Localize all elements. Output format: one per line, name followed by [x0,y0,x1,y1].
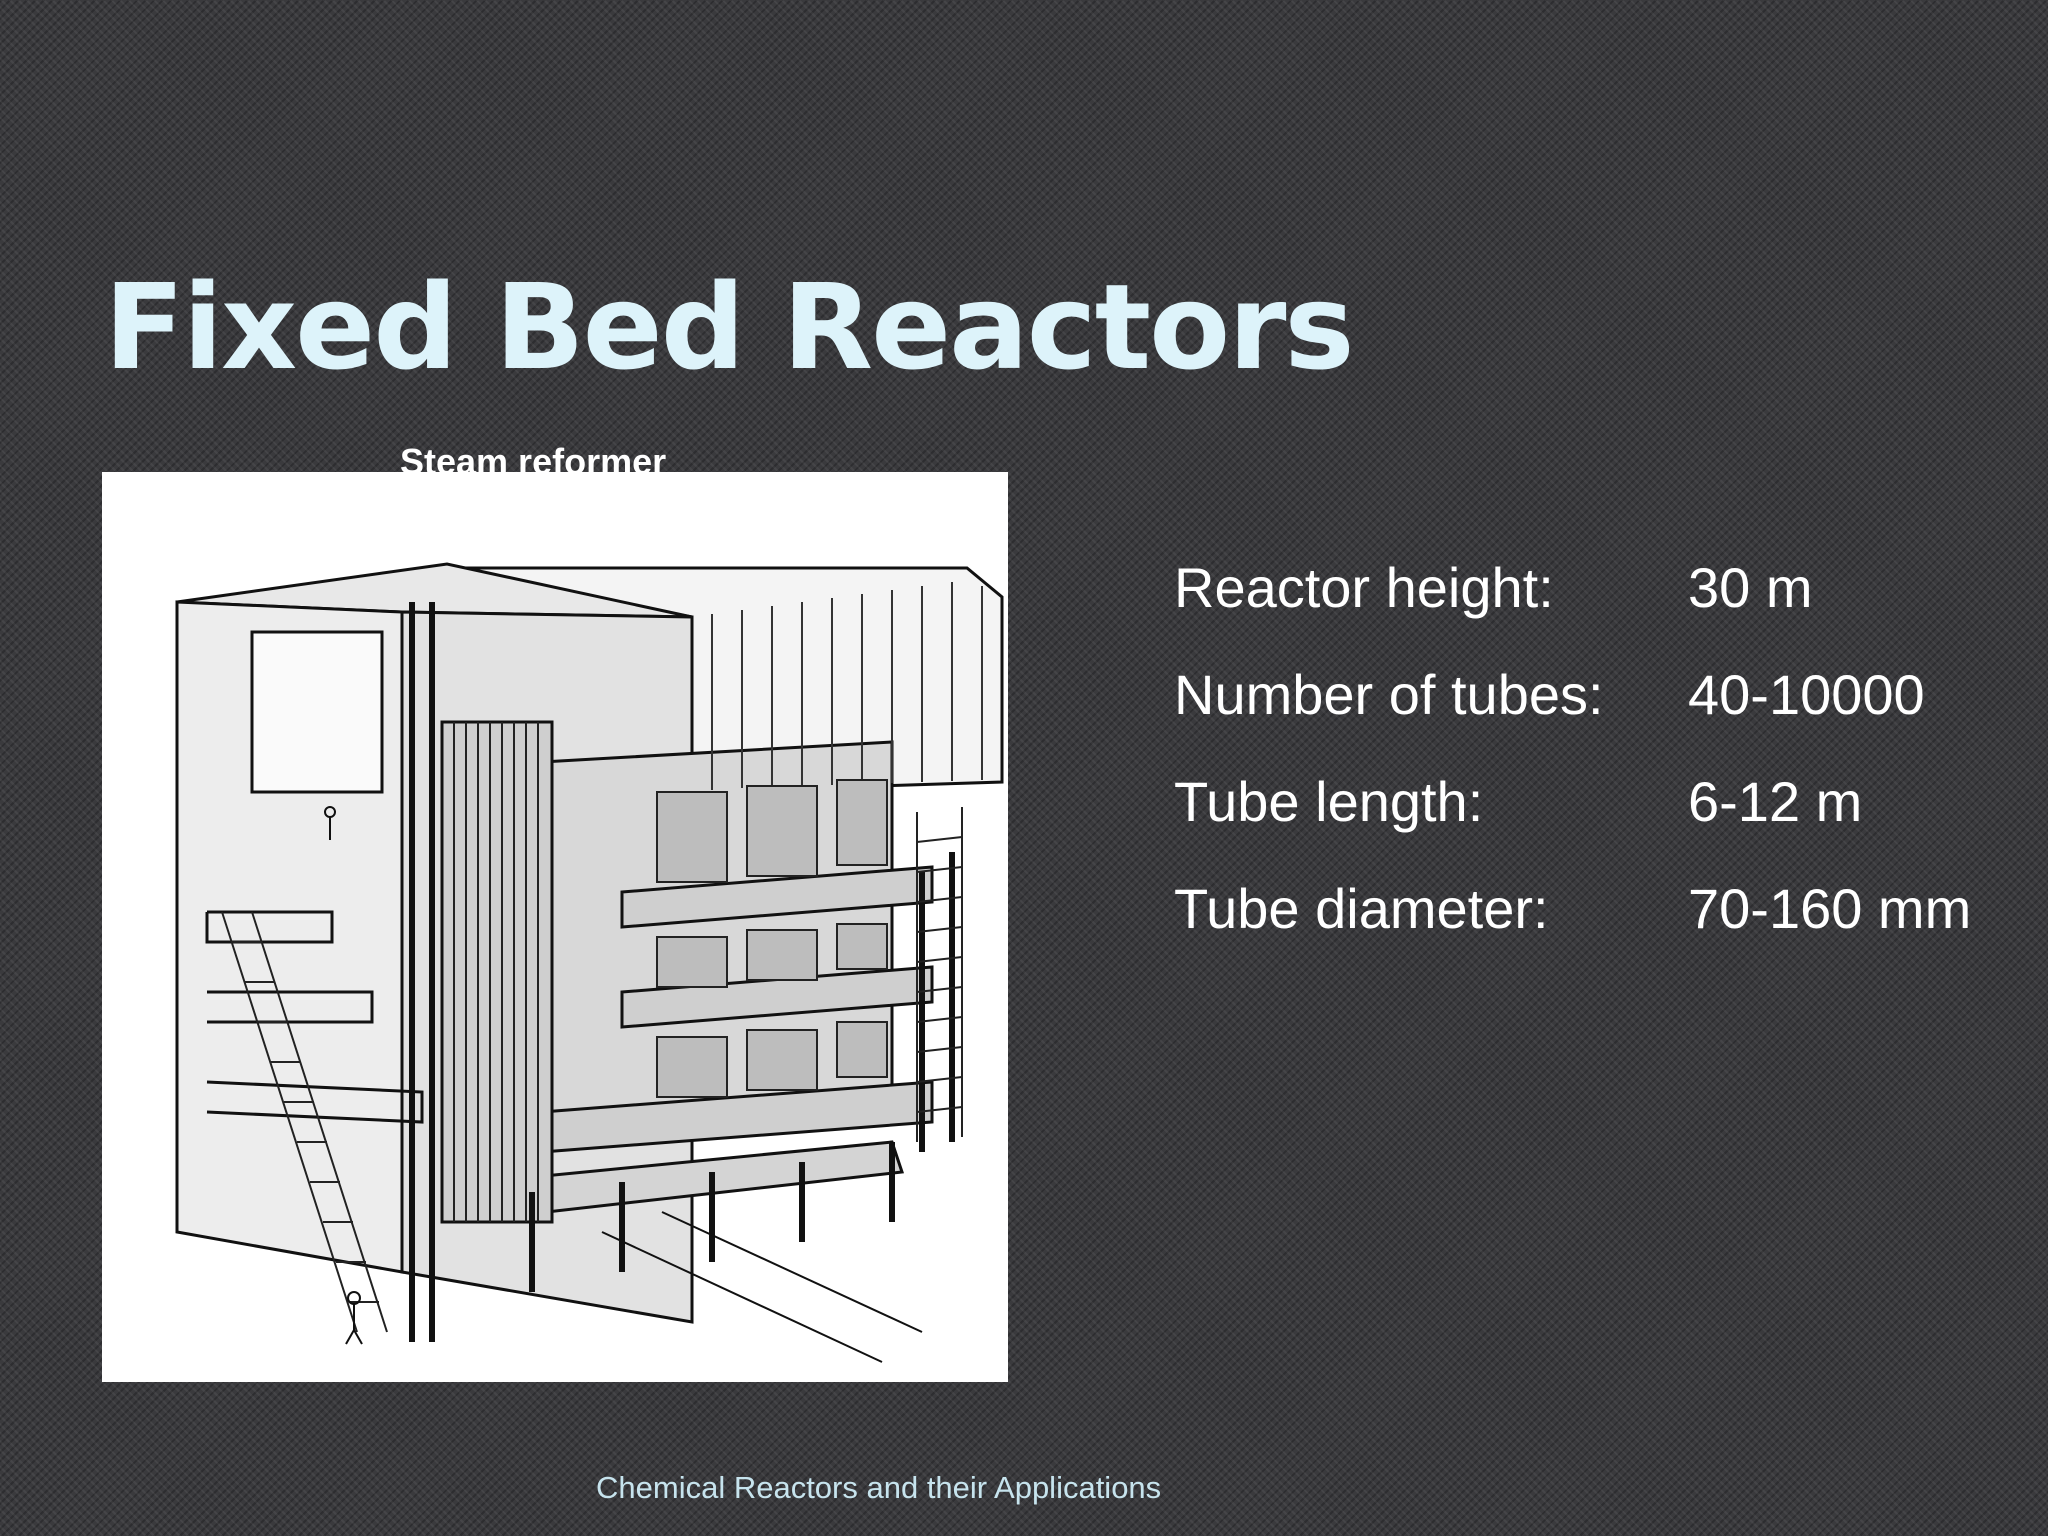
spec-value: 6-12 m [1688,770,1863,833]
spec-value: 70-160 mm [1688,877,1972,940]
specs-list: Reactor height: 30 m Number of tubes: 40… [1174,560,2014,988]
spec-value: 40-10000 [1688,663,1925,726]
slide-title: Fixed Bed Reactors [104,258,1355,396]
spec-row: Number of tubes: 40-10000 [1174,667,2014,774]
spec-label: Reactor height: [1174,556,1554,619]
spec-row: Reactor height: 30 m [1174,560,2014,667]
spec-row: Tube length: 6-12 m [1174,774,2014,881]
slide-footer: Chemical Reactors and their Applications [596,1470,1162,1505]
spec-value: 30 m [1688,556,1813,619]
spec-label: Number of tubes: [1174,663,1604,726]
spec-row: Tube diameter: 70-160 mm [1174,881,2014,988]
steam-reformer-illustration [102,472,1008,1382]
steam-reformer-drawing [175,562,1004,1363]
spec-label: Tube diameter: [1174,877,1549,940]
spec-label: Tube length: [1174,770,1484,833]
